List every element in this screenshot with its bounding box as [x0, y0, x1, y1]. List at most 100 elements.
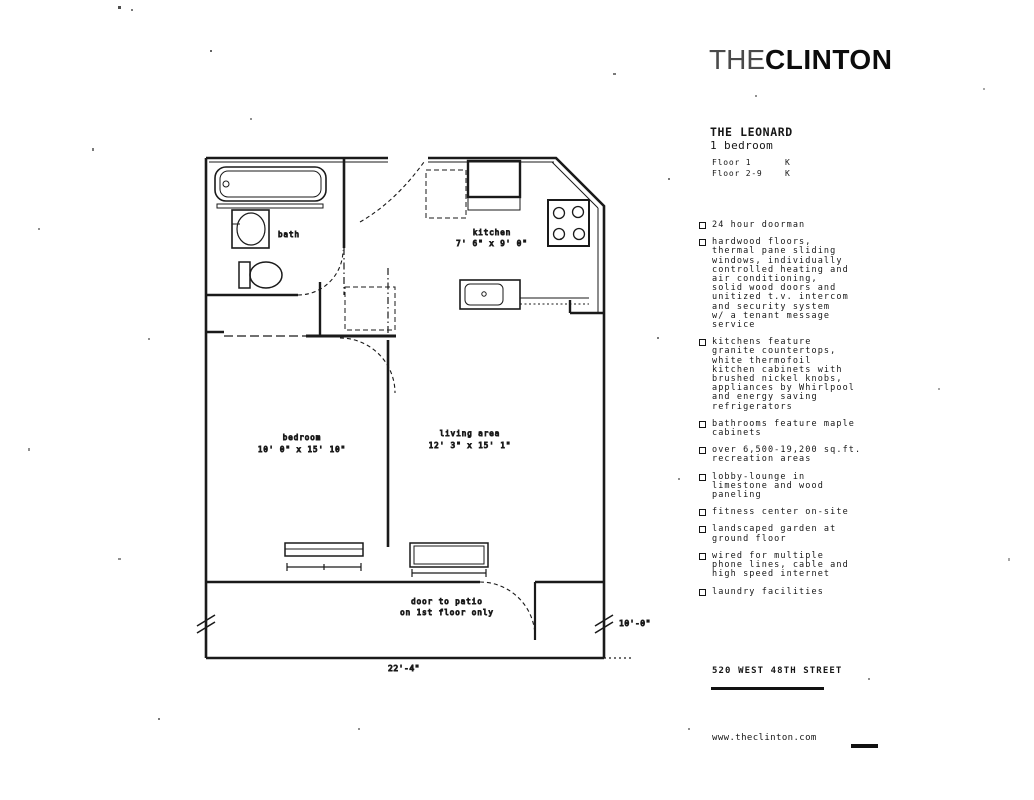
- brand-logo: THECLINTON: [709, 46, 892, 74]
- feature-item: fitness center on-site: [699, 508, 885, 517]
- kitchen-label: kitchen: [473, 228, 512, 237]
- bedroom-door-arc: [339, 337, 396, 394]
- bath-label: bath: [278, 230, 300, 239]
- entry-door-arc: [359, 161, 425, 223]
- feature-item: laundry facilities: [699, 586, 885, 597]
- checkbox-bullet-icon: [699, 588, 706, 596]
- noise-speck: [118, 558, 121, 560]
- checkbox-bullet-icon: [699, 526, 706, 534]
- feature-text: lobby-lounge in limestone and wood panel…: [712, 471, 824, 501]
- feature-text: kitchens feature granite countertops, wh…: [712, 337, 856, 412]
- refrigerator: [466, 159, 522, 199]
- width-dim: 22'-4": [388, 664, 420, 673]
- window-right-inner: [413, 545, 485, 565]
- feature-item: 24 hour doorman: [699, 220, 885, 230]
- noise-speck: [38, 228, 40, 230]
- bathtub-inner: [219, 170, 322, 198]
- feature-item: lobby-lounge in limestone and wood panel…: [699, 471, 885, 501]
- noise-speck: [358, 728, 360, 730]
- feature-text: bathrooms feature maple cabinets: [712, 418, 856, 439]
- noise-speck: [657, 337, 659, 339]
- feature-text: landscaped garden at ground floor: [712, 524, 837, 544]
- checkbox-bullet-icon: [699, 339, 706, 347]
- stove-burner: [571, 205, 585, 219]
- kitchen-pantry: [425, 169, 467, 219]
- bath-door-arc: [297, 249, 344, 296]
- noise-speck: [983, 88, 985, 90]
- noise-speck: [131, 9, 133, 11]
- noise-speck: [92, 148, 94, 151]
- noise-speck: [210, 50, 212, 52]
- brand-clinton: CLINTON: [765, 44, 893, 75]
- feature-list: 24 hour doorman hardwood floors, thermal…: [699, 220, 885, 605]
- feature-text: over 6,500-19,200 sq.ft. recreation area…: [712, 445, 862, 465]
- noise-speck: [668, 178, 670, 180]
- noise-speck: [158, 718, 160, 720]
- feature-text: wired for multiple phone lines, cable an…: [712, 550, 849, 580]
- checkbox-bullet-icon: [699, 473, 706, 481]
- feature-item: wired for multiple phone lines, cable an…: [699, 550, 885, 580]
- corner-dash-mark: [851, 744, 878, 748]
- kitchen-counter: [467, 196, 521, 211]
- patio-note-line1: door to patio: [411, 597, 483, 606]
- patio-door-arc: [479, 581, 536, 638]
- unit-type: 1 bedroom: [710, 139, 774, 152]
- stove-burner: [552, 206, 566, 220]
- noise-speck: [755, 95, 757, 97]
- checkbox-bullet-icon: [699, 509, 706, 517]
- outer-walls: [204, 156, 606, 660]
- feature-text: fitness center on-site: [712, 507, 849, 518]
- toilet-bowl: [249, 261, 283, 289]
- noise-speck: [688, 728, 690, 730]
- living-corner-wall: [568, 300, 604, 315]
- stove: [547, 199, 590, 247]
- noise-speck: [678, 478, 680, 480]
- checkbox-bullet-icon: [699, 420, 706, 428]
- break-mark-right: [594, 614, 614, 634]
- stove-burner: [552, 227, 566, 241]
- bath-shelf: [216, 203, 324, 209]
- kitchen-sink-drain: [481, 291, 487, 297]
- outer-wall-inner-line: [209, 161, 599, 312]
- bathtub-faucet: [222, 180, 230, 188]
- entry-closet: [344, 286, 396, 331]
- kitchen-sink-counter: [459, 279, 521, 310]
- feature-text: 24 hour doorman: [712, 220, 806, 230]
- noise-speck: [868, 678, 870, 680]
- feature-item: over 6,500-19,200 sq.ft. recreation area…: [699, 446, 885, 464]
- living-label: living area: [440, 429, 501, 438]
- unit-name: THE LEONARD: [710, 125, 793, 139]
- window-left-ticks: [286, 563, 362, 571]
- bathroom-vanity: [231, 209, 270, 249]
- feature-item: bathrooms feature maple cabinets: [699, 418, 885, 439]
- checkbox-bullet-icon: [699, 222, 706, 229]
- checkbox-bullet-icon: [699, 239, 706, 247]
- feature-item: landscaped garden at ground floor: [699, 525, 885, 543]
- window-right: [409, 542, 489, 568]
- window-right-ticks: [411, 569, 487, 577]
- floor-plan-drawing: bath kitchen 7' 6" x 9' 0" bedroom 10' 0…: [196, 156, 651, 674]
- feature-item: hardwood floors, thermal pane sliding wi…: [699, 238, 885, 330]
- bathtub: [214, 166, 327, 202]
- address-underline: [711, 687, 824, 690]
- noise-speck: [250, 118, 252, 120]
- unit-floors: Floor 1 K Floor 2-9 K: [712, 158, 791, 178]
- noise-speck: [1008, 558, 1010, 561]
- street-address: 520 WEST 48TH STREET: [712, 666, 843, 676]
- checkbox-bullet-icon: [699, 447, 706, 455]
- living-dims: 12' 3" x 15' 1": [429, 441, 512, 450]
- bedroom-label: bedroom: [283, 433, 322, 442]
- noise-speck: [613, 73, 616, 75]
- patio-depth-dim: 10'-0": [619, 619, 651, 628]
- kitchen-dims: 7' 6" x 9' 0": [456, 239, 528, 248]
- feature-text: hardwood floors, thermal pane sliding wi…: [712, 237, 849, 331]
- checkbox-bullet-icon: [699, 552, 706, 560]
- feature-text: laundry facilities: [712, 586, 824, 597]
- break-mark-left: [196, 614, 216, 634]
- stove-burner: [572, 227, 586, 241]
- brand-the: THE: [709, 44, 765, 75]
- noise-speck: [148, 338, 150, 340]
- bedroom-dims: 10' 0" x 15' 10": [258, 445, 346, 454]
- patio-note-line2: on 1st floor only: [400, 608, 494, 617]
